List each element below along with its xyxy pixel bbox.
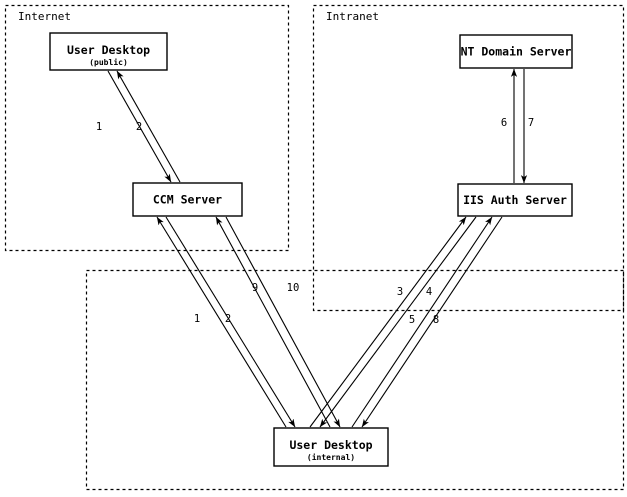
flow-line-step-9	[215, 216, 331, 428]
flow-label-step-9: 9	[252, 282, 258, 294]
flow-pair-internal-ccm-12: 1 2	[156, 216, 296, 428]
flow-line-step-1-public	[107, 70, 172, 183]
node-nt-domain-server[interactable]: NT Domain Server	[459, 34, 573, 69]
node-user-desktop-internal-box[interactable]	[273, 427, 389, 467]
flow-pair-internal-iis-58: 5 8	[351, 216, 503, 428]
flow-label-step-1-internal: 1	[194, 313, 200, 325]
flow-line-step-8	[361, 216, 503, 428]
flow-pair-internal-iis-34: 3 4	[309, 216, 477, 428]
flow-line-step-2-internal	[165, 216, 296, 428]
zone-intranet-border	[312, 4, 625, 312]
flow-label-step-10: 10	[287, 282, 300, 294]
flow-label-step-1-public: 1	[96, 121, 102, 133]
node-ccm-server[interactable]: CCM Server	[132, 182, 243, 217]
flow-label-step-5: 5	[409, 314, 415, 326]
flow-line-step-2-public	[116, 70, 181, 183]
flow-line-step-10	[225, 216, 341, 428]
node-iis-auth-server-box[interactable]	[457, 183, 573, 217]
flow-pair-internal-ccm-910: 9 10	[215, 216, 341, 428]
node-iis-auth-server-label: IIS Auth Server	[463, 193, 567, 207]
flow-line-step-5	[351, 216, 493, 428]
node-nt-domain-server-label: NT Domain Server	[461, 45, 572, 59]
node-nt-domain-server-box[interactable]	[459, 34, 573, 69]
flow-pair-iis-nt: 6 7	[501, 68, 534, 184]
node-user-desktop-internal-sublabel: (internal)	[307, 452, 355, 462]
flow-line-step-4	[319, 216, 477, 428]
node-user-desktop-public-sublabel: (public)	[89, 57, 128, 67]
node-user-desktop-public-box[interactable]	[49, 32, 168, 71]
zone-intranet-label: Intranet	[326, 10, 379, 23]
flow-label-step-2-public: 2	[136, 121, 142, 133]
flow-label-step-4: 4	[426, 286, 432, 298]
flow-label-step-3: 3	[397, 286, 403, 298]
flow-pair-public-ccm: 1 2	[96, 70, 181, 183]
node-ccm-server-box[interactable]	[132, 182, 243, 217]
node-user-desktop-public[interactable]: User Desktop (public)	[49, 32, 168, 71]
node-user-desktop-internal[interactable]: User Desktop (internal)	[273, 427, 389, 467]
node-ccm-server-label: CCM Server	[153, 193, 222, 207]
node-iis-auth-server[interactable]: IIS Auth Server	[457, 183, 573, 217]
flow-label-step-2-internal: 2	[225, 313, 231, 325]
zone-internet-label: Internet	[18, 10, 71, 23]
node-user-desktop-public-label: User Desktop	[67, 43, 150, 57]
zone-internet: Internet	[4, 4, 290, 252]
zone-intranet: Intranet	[312, 4, 625, 312]
node-user-desktop-internal-label: User Desktop	[289, 438, 372, 452]
flow-label-step-7: 7	[528, 117, 534, 129]
flow-label-step-6: 6	[501, 117, 507, 129]
flow-label-step-8: 8	[433, 314, 439, 326]
flow-line-step-3	[309, 216, 467, 428]
flow-line-step-1-internal	[156, 216, 287, 428]
